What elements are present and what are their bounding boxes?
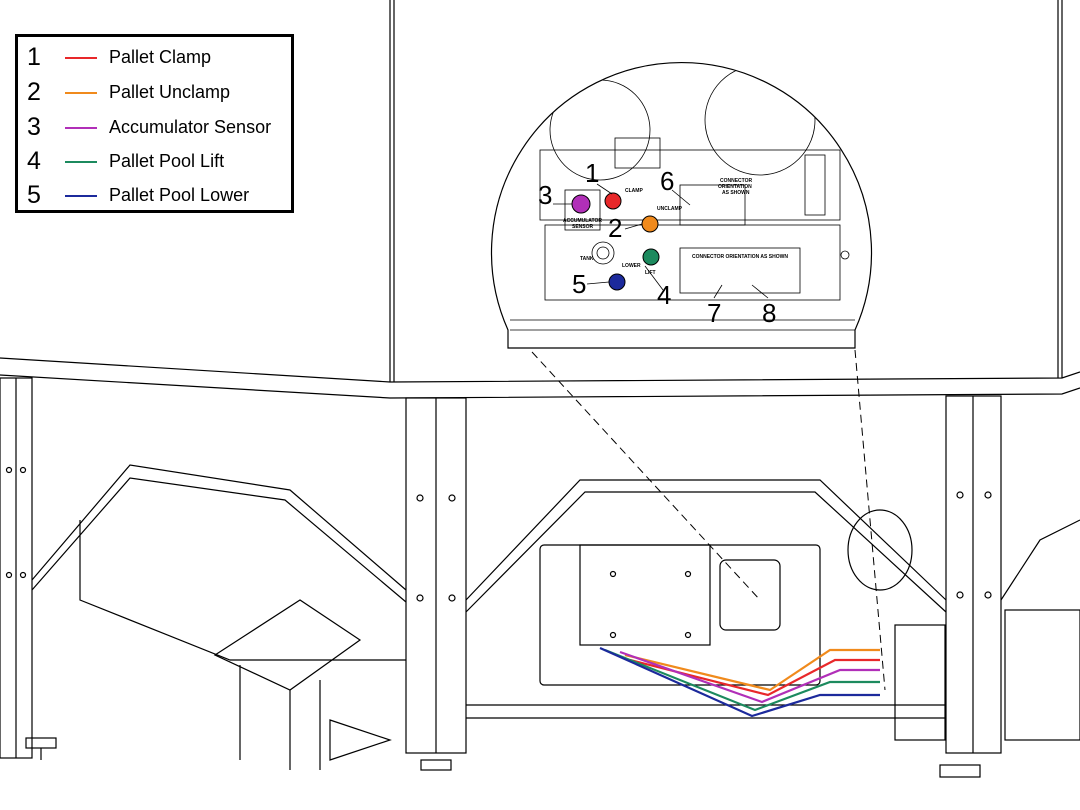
legend-swatch — [65, 195, 97, 197]
legend-label: Pallet Pool Lift — [109, 151, 225, 171]
callout-3: 3 — [538, 180, 552, 210]
legend-label: Pallet Unclamp — [109, 82, 231, 102]
legend-number: 1 — [27, 43, 41, 71]
legend-number: 4 — [27, 147, 41, 175]
callout-1: 1 — [585, 158, 599, 188]
lower-frame — [31, 464, 1080, 770]
legend-item-pallet-pool-lower: 5 Pallet Pool Lower — [18, 180, 291, 210]
label-unclamp: UNCLAMP — [657, 206, 683, 212]
legend-number: 3 — [27, 113, 41, 141]
legend-swatch — [65, 127, 97, 129]
label-connector-orientation-as-shown: CONNECTOR ORIENTATION AS SHOWN — [692, 254, 788, 260]
label-orientation: ORIENTATION — [718, 184, 752, 190]
callout-4: 4 — [657, 280, 671, 310]
label-as-shown: AS SHOWN — [722, 190, 750, 196]
legend-swatch — [65, 161, 97, 163]
callout-8: 8 — [762, 298, 776, 328]
legend-label: Accumulator Sensor — [109, 117, 272, 137]
legend-item-pallet-unclamp: 2 Pallet Unclamp — [18, 77, 291, 107]
label-clamp: CLAMP — [625, 188, 643, 194]
legend-item-accumulator-sensor: 3 Accumulator Sensor — [18, 112, 291, 142]
legend-number: 2 — [27, 78, 41, 106]
legend-swatch — [65, 57, 97, 59]
callout-6: 6 — [660, 166, 674, 196]
detail-leaders — [531, 349, 886, 691]
support-legs — [0, 377, 1002, 778]
legend-item-pallet-clamp: 1 Pallet Clamp — [18, 42, 291, 72]
legend-swatch — [65, 92, 97, 94]
magnified-detail: 1 2 3 4 5 6 7 8 CLAMP UNCLAMP ACCUMULATO… — [490, 61, 873, 349]
label-sensor: SENSOR — [572, 224, 594, 230]
callout-2: 2 — [608, 213, 622, 243]
callout-5: 5 — [572, 269, 586, 299]
callout-7: 7 — [707, 298, 721, 328]
label-connector: CONNECTOR — [720, 178, 753, 184]
legend-number: 5 — [27, 181, 41, 209]
legend-item-pallet-pool-lift: 4 Pallet Pool Lift — [18, 146, 291, 176]
label-lift: LIFT — [645, 270, 656, 276]
upper-cabinet — [0, 0, 1080, 399]
legend: 1 Pallet Clamp 2 Pallet Unclamp 3 Accumu… — [15, 34, 294, 213]
legend-label: Pallet Pool Lower — [109, 185, 250, 205]
label-accumulator: ACCUMULATOR — [563, 218, 602, 224]
hydraulic-lines — [599, 646, 880, 718]
label-lower: LOWER — [622, 263, 641, 269]
label-tank: TANK — [580, 256, 594, 262]
legend-label: Pallet Clamp — [109, 47, 212, 67]
